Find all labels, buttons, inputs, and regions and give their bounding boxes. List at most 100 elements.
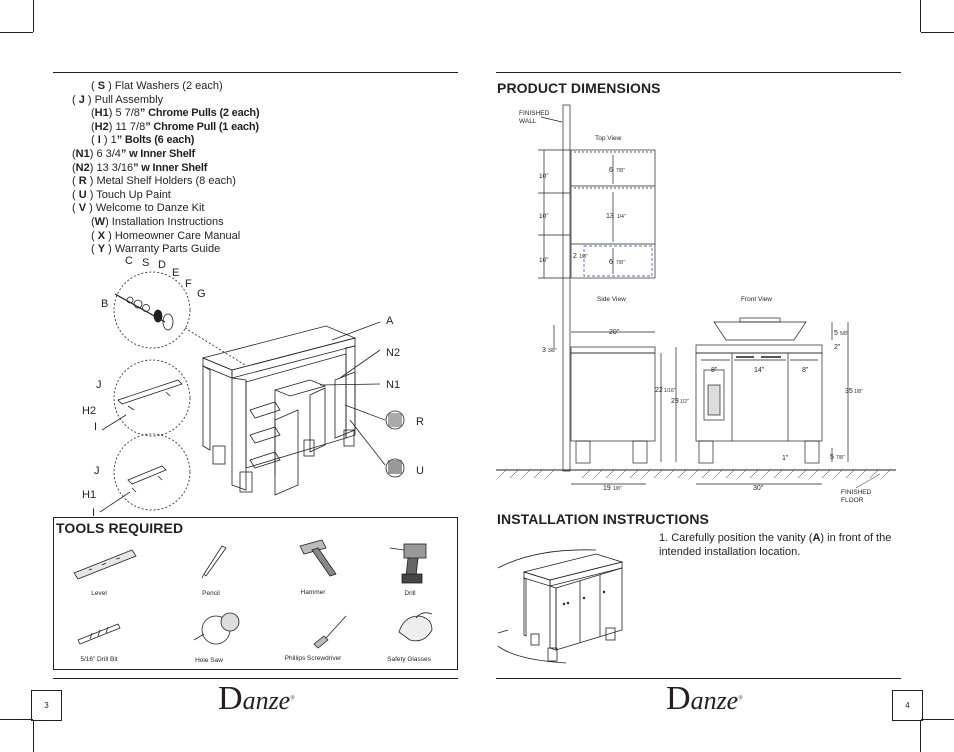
- dim-front-35: 35: [845, 388, 853, 395]
- label-I2: I: [92, 507, 95, 519]
- dim-front-5b-frac: 7/8”: [836, 455, 845, 461]
- crop-mark: [920, 720, 921, 752]
- crop-mark: [921, 32, 954, 33]
- dim-top-6a: 6: [609, 167, 613, 174]
- tool-label: Level: [91, 590, 107, 597]
- danze-logo-right: Danze®: [666, 680, 743, 717]
- dim-side-19-frac: 1/8”: [613, 486, 622, 492]
- crop-mark: [921, 719, 954, 720]
- drill-icon: [389, 543, 427, 584]
- label-G: G: [197, 288, 206, 300]
- dim-front-1: 1”: [782, 455, 789, 462]
- parts-list-item: ( R ) Metal Shelf Holders (8 each): [72, 175, 236, 188]
- page-number-right: 4: [892, 690, 923, 721]
- top-view-label: Top View: [595, 135, 622, 142]
- label-A: A: [386, 315, 394, 327]
- finished-wall-label: FINISHED: [519, 110, 550, 117]
- dim-front-8a: 8”: [711, 367, 718, 374]
- label-J2: J: [94, 465, 100, 477]
- dim-top-10c: 10”: [539, 257, 548, 264]
- crop-mark: [0, 719, 33, 720]
- parts-list-item: ( X ) Homeowner Care Manual: [91, 229, 241, 242]
- pencil-icon: [201, 545, 227, 579]
- dim-front-5a-frac: 5/8”: [840, 331, 849, 337]
- label-H1: H1: [82, 489, 96, 501]
- tool-label: 5/16” Drill Bit: [80, 656, 118, 663]
- tool-label: Phillips Screwdriver: [284, 655, 342, 662]
- parts-list-item: ( S ) Flat Washers (2 each): [91, 80, 223, 92]
- parts-list: ( S ) Flat Washers (2 each)( J ) Pull As…: [72, 80, 260, 257]
- dim-side-29-frac: 1/2”: [680, 399, 689, 405]
- side-view-label: Side View: [597, 296, 626, 303]
- tool-label: Drill: [404, 590, 416, 597]
- top-rule-right: [496, 72, 901, 73]
- bottom-rule-right: [496, 678, 901, 679]
- dim-side-3: 3: [542, 347, 546, 354]
- tools-title: TOOLS REQUIRED: [56, 520, 184, 536]
- dim-top-13-frac: 1/4”: [617, 214, 626, 220]
- hole-saw-icon: [193, 612, 240, 645]
- tool-label: Hole Saw: [195, 657, 223, 664]
- dim-top-2: 2: [573, 253, 577, 260]
- dim-top-10a: 10”: [539, 173, 548, 180]
- dim-top-6b: 6: [609, 259, 613, 266]
- parts-list-item: (W) Installation Instructions: [91, 215, 224, 228]
- tool-label: Safety Glasses: [387, 656, 431, 663]
- dim-side-22-frac: 1/16”: [664, 388, 676, 394]
- drill-bit-icon: [77, 623, 121, 645]
- parts-list-item: (N2) 13 3/16” w Inner Shelf: [72, 161, 208, 174]
- product-dimensions-title: PRODUCT DIMENSIONS: [497, 80, 661, 96]
- dim-side-3-frac: 3/8”: [548, 348, 557, 354]
- tools-required-box: TOOLS REQUIRED: [53, 517, 458, 670]
- label-C: C: [125, 255, 133, 267]
- label-D: D: [158, 259, 166, 271]
- front-view-label: Front View: [741, 296, 772, 303]
- dim-side-29: 29: [671, 398, 679, 405]
- dim-top-2-frac: 1/8”: [579, 254, 588, 260]
- dim-front-8b: 8”: [802, 367, 809, 374]
- label-H2: H2: [82, 405, 96, 417]
- dim-front-30: 30”: [753, 485, 764, 492]
- crop-mark: [920, 0, 921, 32]
- parts-list-item: (H1) 5 7/8” Chrome Pulls (2 each): [91, 107, 260, 120]
- label-R: R: [416, 416, 424, 428]
- dim-front-5b: 5: [830, 454, 834, 461]
- parts-list-item: ( V ) Welcome to Danze Kit: [72, 202, 205, 215]
- dim-side-19: 19: [603, 485, 611, 492]
- installation-title: INSTALLATION INSTRUCTIONS: [497, 511, 709, 527]
- page-number-left: 3: [31, 690, 62, 721]
- label-U: U: [416, 465, 424, 477]
- finished-floor-label: FINISHED: [841, 489, 872, 496]
- crop-mark: [0, 32, 33, 33]
- dim-side-20: 20”: [609, 329, 620, 336]
- parts-list-item: ( U ) Touch Up Paint: [72, 188, 171, 201]
- install-step-1: 1. Carefully position the vanity (A) in …: [659, 532, 892, 559]
- level-icon: [73, 549, 137, 580]
- dim-top-10b: 10”: [539, 213, 548, 220]
- label-F: F: [185, 278, 192, 290]
- tool-label: Pencil: [202, 590, 220, 597]
- label-E: E: [172, 267, 179, 279]
- parts-list-item: ( I ) 1” Bolts (6 each): [91, 134, 195, 147]
- danze-logo-left: Danze®: [218, 680, 295, 717]
- dim-side-22: 22: [655, 387, 663, 394]
- dim-front-14: 14”: [754, 367, 765, 374]
- label-S: S: [142, 257, 149, 269]
- dim-top-13: 13: [606, 213, 614, 220]
- top-rule-left: [53, 72, 458, 73]
- finished-wall-label: WALL: [519, 118, 537, 125]
- label-J1: J: [96, 379, 102, 391]
- parts-list-item: (H2) 11 7/8” Chrome Pull (1 each): [91, 120, 259, 133]
- parts-list-item: (N1) 6 3/4” w Inner Shelf: [72, 147, 195, 160]
- parts-list-item: ( Y ) Warranty Parts Guide: [91, 243, 221, 256]
- label-N2: N2: [386, 347, 400, 359]
- crop-mark: [33, 0, 34, 32]
- dim-front-5a: 5: [834, 330, 838, 337]
- label-B: B: [101, 298, 108, 310]
- assembly-diagram: C S D E F G B A N2 N1 R U J H2 I J H1 I: [82, 255, 424, 519]
- finished-floor-label: FLOOR: [841, 497, 864, 504]
- parts-list-item: ( J ) Pull Assembly: [72, 93, 164, 106]
- crop-mark: [33, 720, 34, 752]
- dimensions-drawing: FINISHED WALL Top View Side View Front V…: [496, 104, 896, 504]
- safety-glasses-icon: [398, 612, 433, 642]
